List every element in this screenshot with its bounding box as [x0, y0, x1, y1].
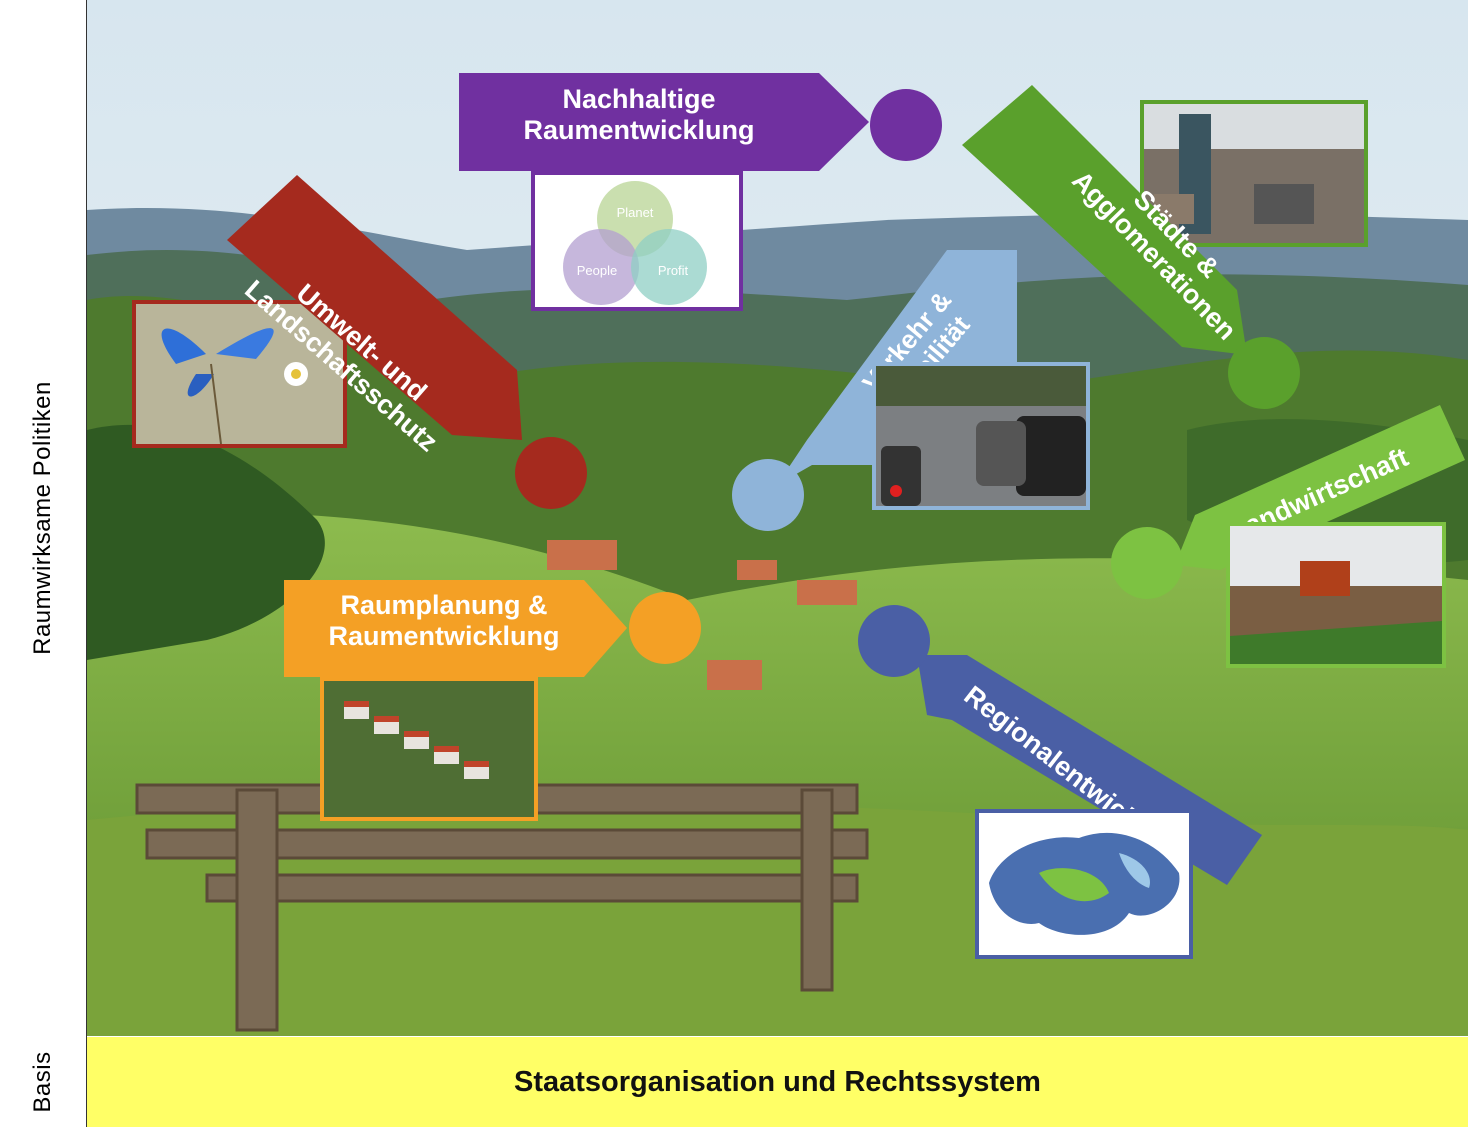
switzerland-map-icon: [979, 813, 1189, 955]
staedte-arrow-shape: [962, 85, 1247, 355]
basis-bar-text: Staatsorganisation und Rechtssystem: [514, 1065, 1041, 1098]
venn-planet: Planet: [617, 205, 654, 220]
venn-diagram-panel: Planet People Profit: [531, 171, 743, 311]
nachhaltige-line2: Raumentwicklung: [523, 115, 755, 146]
nachhaltige-arrow-shape: [459, 73, 869, 171]
verkehr-circle: [732, 459, 804, 531]
policies-label-text: Raumwirksame Politiken: [29, 381, 56, 655]
umwelt-circle: [515, 437, 587, 509]
nachhaltige-label: Nachhaltige Raumentwicklung: [459, 84, 819, 146]
raumplanung-label: Raumplanung & Raumentwicklung: [284, 590, 604, 652]
traffic-jam-icon: [876, 366, 1086, 506]
venn-profit: Profit: [658, 263, 689, 278]
city-photo: [1140, 100, 1368, 247]
regional-circle: [858, 605, 930, 677]
raumplanung-line2: Raumentwicklung: [328, 621, 560, 652]
raumplanung-arrow: [284, 580, 627, 677]
agriculture-photo: [1226, 522, 1446, 668]
city-skyline-icon: [1144, 104, 1364, 243]
raumplanung-arrow-shape: [284, 580, 627, 677]
staedte-arrow: [962, 85, 1247, 355]
nachhaltige-circle: [870, 89, 942, 161]
nachhaltige-line1: Nachhaltige: [562, 84, 716, 114]
staedte-circle: [1228, 337, 1300, 409]
basis-label-text: Basis: [29, 1050, 56, 1113]
raumplanung-circle: [629, 592, 701, 664]
venn-diagram: Planet People Profit: [563, 181, 707, 305]
umwelt-arrow-shape: [227, 175, 522, 440]
butterfly-photo: [132, 300, 347, 448]
harvester-icon: [1230, 526, 1442, 664]
umwelt-arrow: [227, 175, 522, 440]
landscape-scene: Nachhaltige Raumentwicklung Planet Peopl…: [87, 0, 1468, 1036]
houses-aerial-icon: [324, 681, 534, 817]
basis-bar: Staatsorganisation und Rechtssystem: [87, 1037, 1468, 1127]
butterfly-icon: [136, 304, 343, 444]
raumplanung-line1: Raumplanung &: [340, 590, 548, 620]
policies-side-label: Raumwirksame Politiken: [0, 0, 87, 1037]
nachhaltige-arrow: [459, 73, 869, 171]
venn-people: People: [577, 263, 617, 278]
housing-photo: [320, 677, 538, 821]
landwirtschaft-circle: [1111, 527, 1183, 599]
traffic-photo: [872, 362, 1090, 510]
switzerland-map-photo: [975, 809, 1193, 959]
basis-side-label: Basis: [0, 1036, 87, 1127]
